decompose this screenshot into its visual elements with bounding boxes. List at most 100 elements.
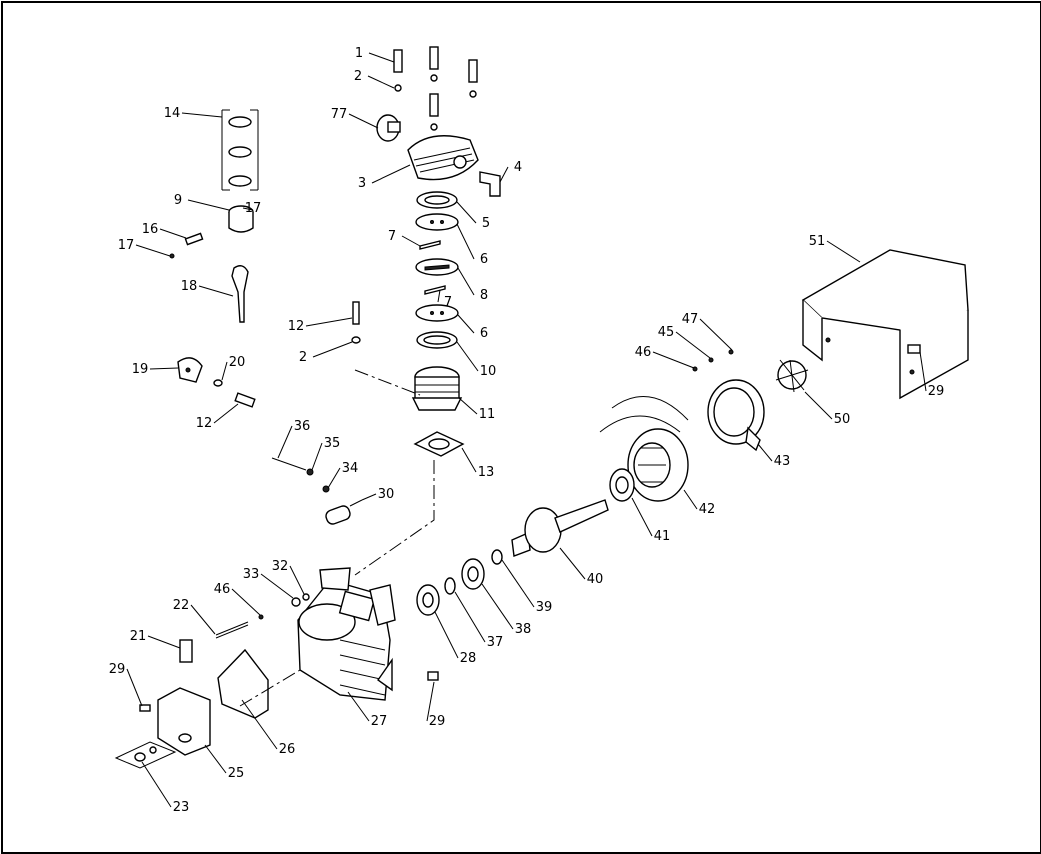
callout-29: 29 xyxy=(109,662,126,677)
leader-line-27 xyxy=(347,691,370,722)
leader-lines xyxy=(126,52,927,808)
leader-line-40 xyxy=(559,547,586,580)
screw-29a xyxy=(907,344,921,354)
part-46b xyxy=(258,614,264,620)
head-gasket xyxy=(416,191,458,209)
leader-line-6 xyxy=(457,314,475,334)
leader-line-4 xyxy=(499,166,509,183)
screw-29b xyxy=(139,704,151,712)
callout-4: 4 xyxy=(514,160,522,175)
gasket-10 xyxy=(416,331,458,349)
leader-line-2 xyxy=(312,341,353,358)
callout-2: 2 xyxy=(299,350,307,365)
leader-line-30 xyxy=(361,493,377,501)
callout-37: 37 xyxy=(487,635,504,650)
leader-line-46 xyxy=(231,588,261,616)
snap-ring-39 xyxy=(491,549,503,565)
callout-13: 13 xyxy=(478,465,495,480)
valve-plate-8 xyxy=(415,258,459,276)
head-bolt-3 xyxy=(468,59,478,98)
reed-valve-7a xyxy=(419,240,441,250)
piston-pin xyxy=(184,232,204,246)
leader-line-17 xyxy=(242,207,254,211)
leader-line-28 xyxy=(434,611,459,659)
leader-line-51 xyxy=(826,240,861,263)
callout-46: 46 xyxy=(635,345,652,360)
callout-29: 29 xyxy=(429,714,446,729)
leader-line-36 xyxy=(277,425,293,459)
leader-line-7 xyxy=(401,235,421,247)
parts-drawings xyxy=(114,46,969,769)
part-47 xyxy=(728,349,734,355)
callout-45: 45 xyxy=(658,325,675,340)
callout-26: 26 xyxy=(279,742,296,757)
leader-line-10 xyxy=(456,341,479,372)
callout-34: 34 xyxy=(342,461,359,476)
callout-5: 5 xyxy=(482,216,490,231)
callout-14: 14 xyxy=(164,106,181,121)
leader-line-38 xyxy=(481,583,514,630)
leader-line-39 xyxy=(501,559,535,608)
callout-39: 39 xyxy=(536,600,553,615)
callout-17: 17 xyxy=(245,201,262,216)
belt-guard-cover xyxy=(801,249,969,400)
callout-6: 6 xyxy=(480,252,488,267)
part-35 xyxy=(306,468,314,476)
gasket-13 xyxy=(413,431,465,457)
callout-27: 27 xyxy=(371,714,388,729)
callout-38: 38 xyxy=(515,622,532,637)
leader-line-29 xyxy=(426,681,435,722)
callout-23: 23 xyxy=(173,800,190,815)
leader-line-26 xyxy=(241,699,278,750)
leader-line-45 xyxy=(675,331,711,359)
reed-valve-7b xyxy=(424,285,446,295)
bearing-41 xyxy=(609,468,635,502)
callout-40: 40 xyxy=(587,572,604,587)
leader-line-33 xyxy=(260,573,294,599)
callout-12: 12 xyxy=(288,319,305,334)
part-32 xyxy=(302,593,310,601)
leader-line-5 xyxy=(456,201,477,224)
leader-line-41 xyxy=(631,497,653,537)
callout-3: 3 xyxy=(358,176,366,191)
callout-33: 33 xyxy=(243,567,260,582)
elbow-fitting xyxy=(479,171,501,197)
counterweight-19 xyxy=(177,357,203,383)
rod-22 xyxy=(215,621,249,639)
valve-plate-6a xyxy=(415,213,459,231)
valve-plate-6b xyxy=(415,304,459,322)
leader-line-18 xyxy=(198,285,234,297)
motor-wires xyxy=(599,395,689,433)
cover-gasket xyxy=(217,648,269,719)
screw-29c xyxy=(427,671,439,681)
callout-35: 35 xyxy=(324,436,341,451)
leader-line-77 xyxy=(348,113,379,129)
pin-36 xyxy=(271,457,307,471)
head-bolt-4 xyxy=(429,93,439,131)
bolt-12b xyxy=(234,392,256,408)
leader-line-32 xyxy=(289,565,305,595)
callout-6: 6 xyxy=(480,326,488,341)
leader-line-29 xyxy=(126,668,143,707)
bolt-12 xyxy=(351,301,361,344)
leader-line-19 xyxy=(149,367,179,370)
leader-line-2 xyxy=(367,75,395,89)
leader-line-34 xyxy=(327,467,341,489)
leader-line-21 xyxy=(147,635,181,649)
leader-line-1 xyxy=(368,52,395,63)
centerline-2 xyxy=(354,460,435,576)
callout-30: 30 xyxy=(378,487,395,502)
cylinder-head xyxy=(407,135,479,181)
callout-43: 43 xyxy=(774,454,791,469)
callout-29: 29 xyxy=(928,384,945,399)
callout-1: 1 xyxy=(355,46,363,61)
callout-50: 50 xyxy=(834,412,851,427)
leader-line-14 xyxy=(181,112,223,118)
bearing-38 xyxy=(461,558,485,590)
crankshaft xyxy=(511,499,609,557)
leader-line-8 xyxy=(457,267,475,296)
leader-line-3 xyxy=(371,164,411,184)
crankcase xyxy=(297,567,396,701)
